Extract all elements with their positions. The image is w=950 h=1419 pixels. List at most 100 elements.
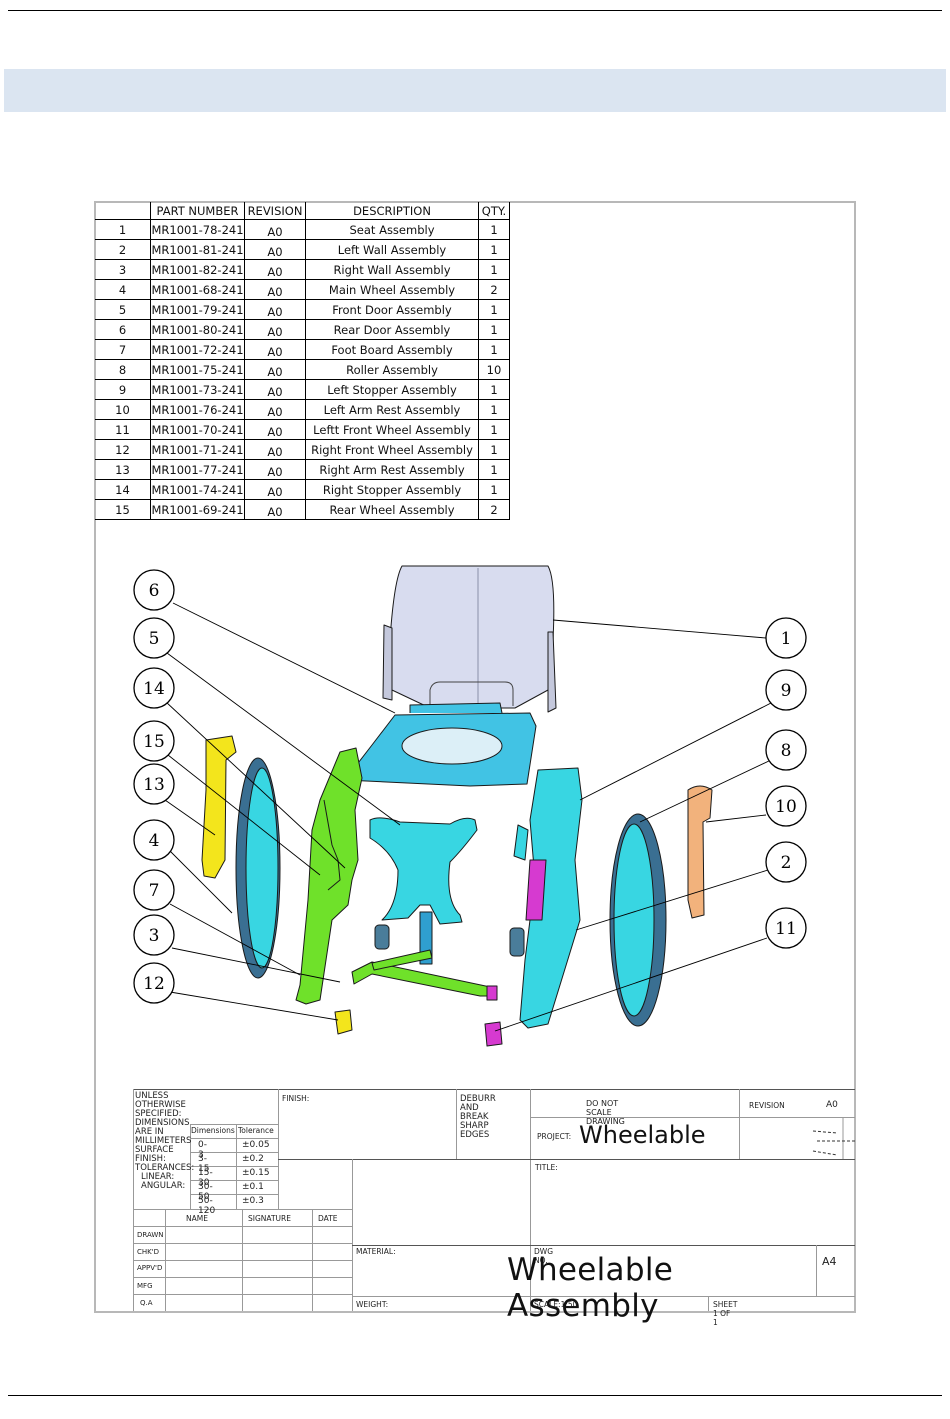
balloon-label: 1 — [781, 629, 792, 649]
tb-scale: SCALE:1:50 — [534, 1300, 578, 1309]
tb-dwg-name: Wheelable Assembly — [507, 1252, 674, 1324]
balloon-label: 4 — [149, 831, 160, 851]
bom-revision: A0 — [244, 279, 306, 300]
seat-back-left-ear — [382, 624, 393, 701]
bom-header-description: DESCRIPTION — [305, 202, 479, 220]
tb-sign-signature: SIGNATURE — [248, 1214, 291, 1223]
bom-item-number: 14 — [95, 479, 151, 500]
balloon-4: 4 — [133, 819, 175, 861]
balloon-label: 5 — [149, 629, 160, 649]
left-arm-rest — [687, 785, 713, 919]
balloon-label: 12 — [143, 974, 165, 994]
tb-deburr-1: DEBURR AND — [460, 1094, 496, 1113]
tb-project-name: Wheelable — [579, 1121, 706, 1149]
tol-value: ±0.2 — [242, 1154, 264, 1164]
tb-size: A4 — [822, 1255, 837, 1268]
tb-sign-qa: Q.A — [140, 1299, 153, 1307]
bom-revision: A0 — [244, 219, 306, 240]
balloon-12: 12 — [133, 962, 175, 1004]
tb-sign-drawn: DRAWN — [137, 1231, 164, 1239]
balloon-label: 15 — [143, 732, 165, 752]
bom-description: Seat Assembly — [305, 219, 479, 240]
bom-header-part-number: PART NUMBER — [150, 202, 245, 220]
balloon-7: 7 — [133, 869, 175, 911]
bom-header-row: PART NUMBER REVISION DESCRIPTION QTY. — [95, 202, 510, 220]
balloon-1: 1 — [765, 617, 807, 659]
tb-dwg-no-label: DWG NO. — [534, 1247, 554, 1265]
bom-part-number: MR1001-77-241 — [150, 459, 245, 480]
tb-deburr-3: EDGES — [460, 1130, 490, 1140]
bom-item-number: 10 — [95, 399, 151, 420]
tol-value: ±0.3 — [242, 1196, 264, 1206]
tb-project-label: PROJECT: — [537, 1132, 572, 1141]
bom-qty: 2 — [478, 499, 510, 520]
balloon-label: 14 — [143, 679, 165, 699]
balloon-label: 13 — [143, 775, 165, 795]
tb-linear: LINEAR: — [141, 1172, 175, 1182]
balloon-label: 8 — [781, 741, 792, 761]
balloon-2: 2 — [765, 841, 807, 883]
tol-dimension: 50-120 — [198, 1196, 216, 1216]
balloon-13: 13 — [133, 763, 175, 805]
bom-qty: 1 — [478, 419, 510, 440]
tb-tolerances: TOLERANCES: — [135, 1163, 195, 1173]
balloon-11: 11 — [765, 907, 807, 949]
tol-dimension: 15-30 — [198, 1168, 213, 1188]
tb-sign-appvd: APPV'D — [137, 1264, 163, 1272]
balloon-5: 5 — [133, 617, 175, 659]
balloon-label: 6 — [149, 581, 160, 601]
header-band — [4, 69, 946, 112]
balloon-14: 14 — [133, 667, 175, 709]
balloon-label: 3 — [149, 926, 160, 946]
bom-item-number: 15 — [95, 499, 151, 520]
tol-value: ±0.05 — [242, 1140, 270, 1150]
bom-description: Rear Wheel Assembly — [305, 499, 479, 520]
tol-value: ±0.15 — [242, 1168, 270, 1178]
bom-part-number: MR1001-82-241 — [150, 259, 245, 280]
balloon-label: 2 — [781, 853, 792, 873]
tb-surface-finish: SURFACE FINISH: — [135, 1145, 174, 1164]
bom-part-number: MR1001-74-241 — [150, 479, 245, 500]
tol-value: ±0.1 — [242, 1182, 264, 1192]
tb-unless-specified: UNLESS OTHERWISE SPECIFIED: — [135, 1091, 186, 1119]
seat-back-right-ear — [547, 631, 557, 713]
footer-rule — [8, 1395, 942, 1396]
balloon-label: 11 — [775, 919, 797, 939]
balloon-label: 10 — [775, 797, 797, 817]
tb-dims-mm: DIMENSIONS ARE IN MILLIMETERS — [135, 1118, 192, 1146]
right-wall — [295, 747, 363, 1005]
tb-sheet: SHEET 1 OF 1 — [713, 1300, 738, 1327]
tol-dimension: 0-3 — [198, 1140, 207, 1160]
balloon-15: 15 — [133, 720, 175, 762]
front-wheel-right — [334, 1009, 353, 1035]
revision-sketch — [812, 1117, 855, 1159]
header-rule — [8, 10, 942, 11]
balloon-3: 3 — [133, 914, 175, 956]
balloon-10: 10 — [765, 785, 807, 827]
bom-part-number: MR1001-78-241 — [150, 219, 245, 240]
tb-sign-name: NAME — [186, 1214, 208, 1223]
seat-back — [389, 565, 555, 709]
front-door — [369, 817, 478, 925]
tb-revision-value: A0 — [826, 1100, 838, 1110]
front-wheel-left — [484, 1021, 503, 1047]
bom-part-number: MR1001-75-241 — [150, 359, 245, 380]
bom-revision: A0 — [244, 339, 306, 360]
bom-description: Right Front Wheel Assembly — [305, 439, 479, 460]
bom-part-number: MR1001-70-241 — [150, 419, 245, 440]
balloon-label: 9 — [781, 681, 792, 701]
bom-description: Left Wall Assembly — [305, 239, 479, 260]
bom-description: Right Wall Assembly — [305, 259, 479, 280]
bom-description: Left Arm Rest Assembly — [305, 399, 479, 420]
